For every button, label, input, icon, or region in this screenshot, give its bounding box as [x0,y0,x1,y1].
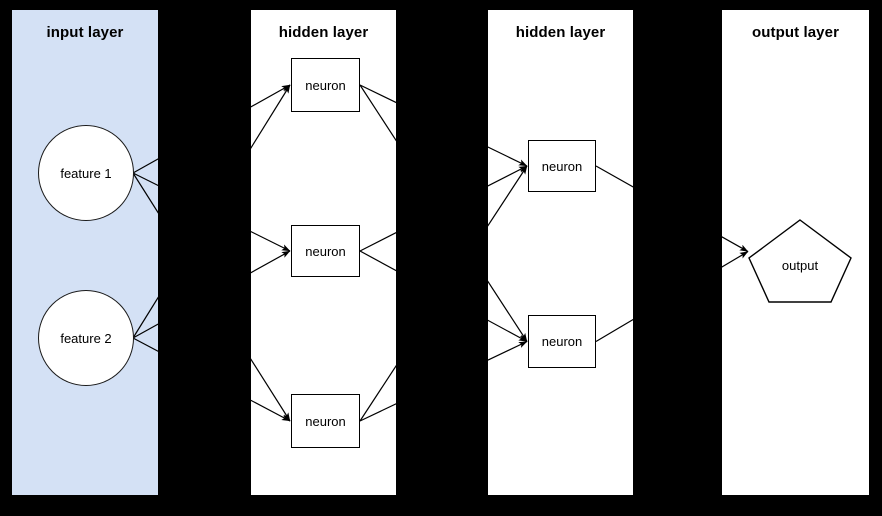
layer-panel-input[interactable] [12,10,158,495]
node-hidden2-neuron-2[interactable]: neuron [528,315,596,368]
node-feature-1[interactable]: feature 1 [38,125,134,221]
pentagon-icon [748,219,852,303]
layer-title-hidden-2: hidden layer [515,24,606,41]
node-label-hidden1-neuron-1: neuron [305,77,346,93]
node-label-output: output [781,258,819,273]
node-label-hidden2-neuron-2: neuron [541,334,583,349]
layer-title-hidden-1: hidden layer [278,24,369,41]
node-hidden1-neuron-3[interactable]: neuron [291,394,360,448]
layer-panel-hidden-2[interactable] [488,10,633,495]
node-feature-2[interactable]: feature 2 [38,290,134,386]
node-hidden1-neuron-2[interactable]: neuron [291,225,360,277]
node-label-feature-2: feature 2 [60,330,112,346]
layer-title-input: input layer [46,24,124,41]
node-label-hidden1-neuron-2: neuron [305,243,346,259]
node-hidden1-neuron-1[interactable]: neuron [291,58,360,112]
node-label-feature-1: feature 1 [60,165,112,181]
node-output-pentagon[interactable]: output [748,219,858,311]
node-label-hidden1-neuron-3: neuron [305,413,346,429]
node-label-hidden2-neuron-1: neuron [541,158,583,174]
layer-title-output: output layer [751,24,840,41]
node-hidden2-neuron-1[interactable]: neuron [528,140,596,192]
